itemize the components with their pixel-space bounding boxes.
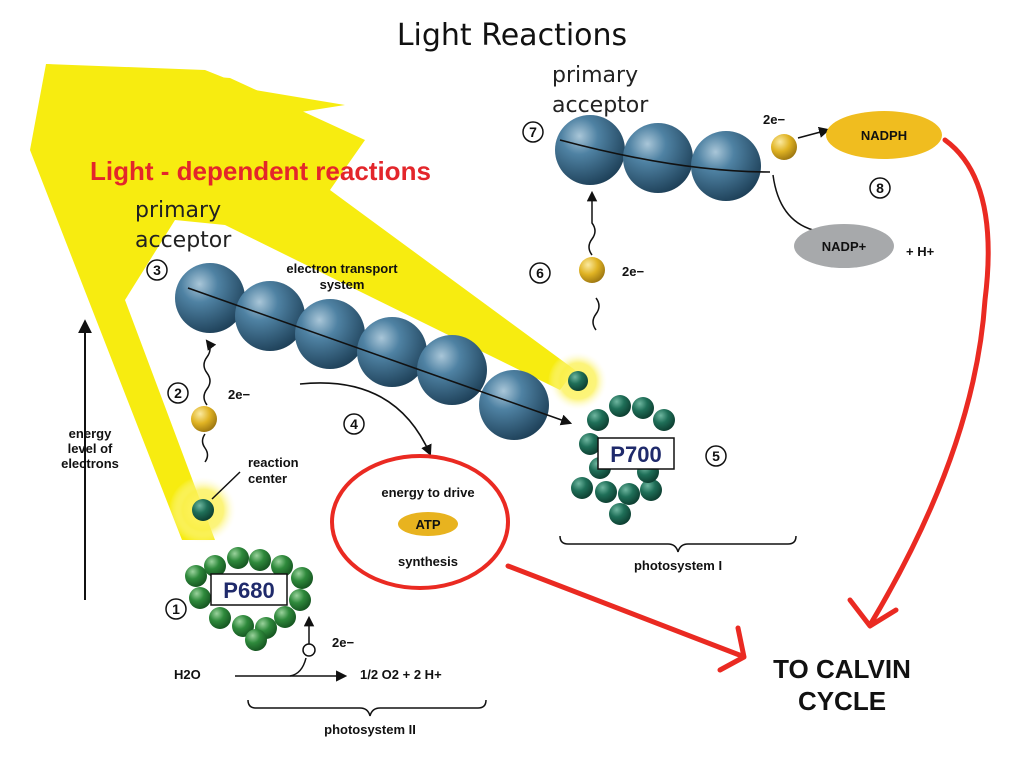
step-4-marker: 4 [343, 413, 365, 435]
svg-text:level of: level of [68, 441, 113, 456]
hplus-label: + H+ [906, 244, 935, 259]
calvin-label-1: TO CALVIN [773, 654, 911, 684]
atp-synthesis-label: synthesis [398, 554, 458, 569]
water-electron [302, 643, 316, 657]
svg-text:1: 1 [172, 601, 180, 617]
psi-brace [559, 535, 797, 553]
nadp-pill [794, 224, 894, 268]
p680-label: P680 [223, 578, 274, 603]
reaction-center-label-1: reaction [248, 455, 299, 470]
two-e-water-label: 2e− [332, 635, 354, 650]
psii-electron [191, 406, 217, 432]
step-1-marker: 1 [165, 598, 187, 620]
atp-highlight-circle [330, 454, 510, 590]
step-3-marker: 3 [146, 259, 168, 281]
psii-primary-label: primary [135, 198, 221, 223]
p700-label: P700 [610, 442, 661, 467]
electron-transport-chain [175, 263, 573, 440]
psi-label: photosystem I [634, 558, 722, 573]
svg-text:6: 6 [536, 265, 544, 281]
calvin-label-2: CYCLE [798, 686, 886, 716]
two-e-label-psi: 2e− [622, 264, 644, 279]
nadph-label: NADPH [861, 128, 907, 143]
psii-reaction-center [192, 499, 214, 521]
svg-text:2: 2 [174, 385, 182, 401]
products-label: 1/2 O2 + 2 H+ [360, 667, 442, 682]
two-e-label-psii: 2e− [228, 387, 250, 402]
psi-primary-label: primary [552, 63, 638, 88]
psi-excitation-arrow [586, 190, 598, 256]
step-2-marker: 2 [167, 382, 189, 404]
step-7-marker: 7 [522, 121, 544, 143]
etc-label-1: electron transport [286, 261, 398, 276]
atp-pill [398, 512, 458, 536]
svg-text:electrons: electrons [61, 456, 119, 471]
etc-label-2: system [320, 277, 365, 292]
psii-acceptor-label: acceptor [135, 228, 232, 253]
nadph-pill [826, 111, 942, 159]
psi-electron [579, 257, 605, 283]
psii-excitation-arrow [203, 339, 217, 406]
psi-reaction-center [568, 371, 588, 391]
psi-acceptor-label: acceptor [552, 93, 649, 118]
svg-text:7: 7 [529, 124, 537, 140]
two-e-top-label: 2e− [763, 112, 785, 127]
sunlight-beam [30, 64, 575, 540]
svg-text:3: 3 [153, 262, 161, 278]
banner-text: Light - dependent reactions [90, 156, 431, 186]
atp-flow-arrow [299, 382, 432, 457]
slide-title: Light Reactions [396, 18, 628, 53]
nadp-label: NADP+ [822, 239, 867, 254]
red-annotation-arrows [505, 137, 991, 673]
p700-cluster: P700 [571, 395, 675, 525]
step-8-marker: 8 [869, 177, 891, 199]
step-6-marker: 6 [529, 262, 551, 284]
step-5-marker: 5 [705, 445, 727, 467]
p680-cluster: P680 [185, 547, 313, 651]
psii-brace [247, 699, 487, 717]
energy-axis: energy level of electrons [61, 319, 119, 600]
reaction-center-label-2: center [248, 471, 287, 486]
nadph-electron [771, 134, 797, 160]
svg-text:energy: energy [69, 426, 112, 441]
psi-acceptor-chain [555, 115, 771, 201]
atp-label: ATP [415, 517, 440, 532]
svg-text:8: 8 [876, 180, 884, 196]
svg-text:5: 5 [712, 448, 720, 464]
svg-text:4: 4 [350, 416, 358, 432]
psii-label: photosystem II [324, 722, 416, 737]
water-label: H2O [174, 667, 201, 682]
atp-energy-label: energy to drive [381, 485, 474, 500]
